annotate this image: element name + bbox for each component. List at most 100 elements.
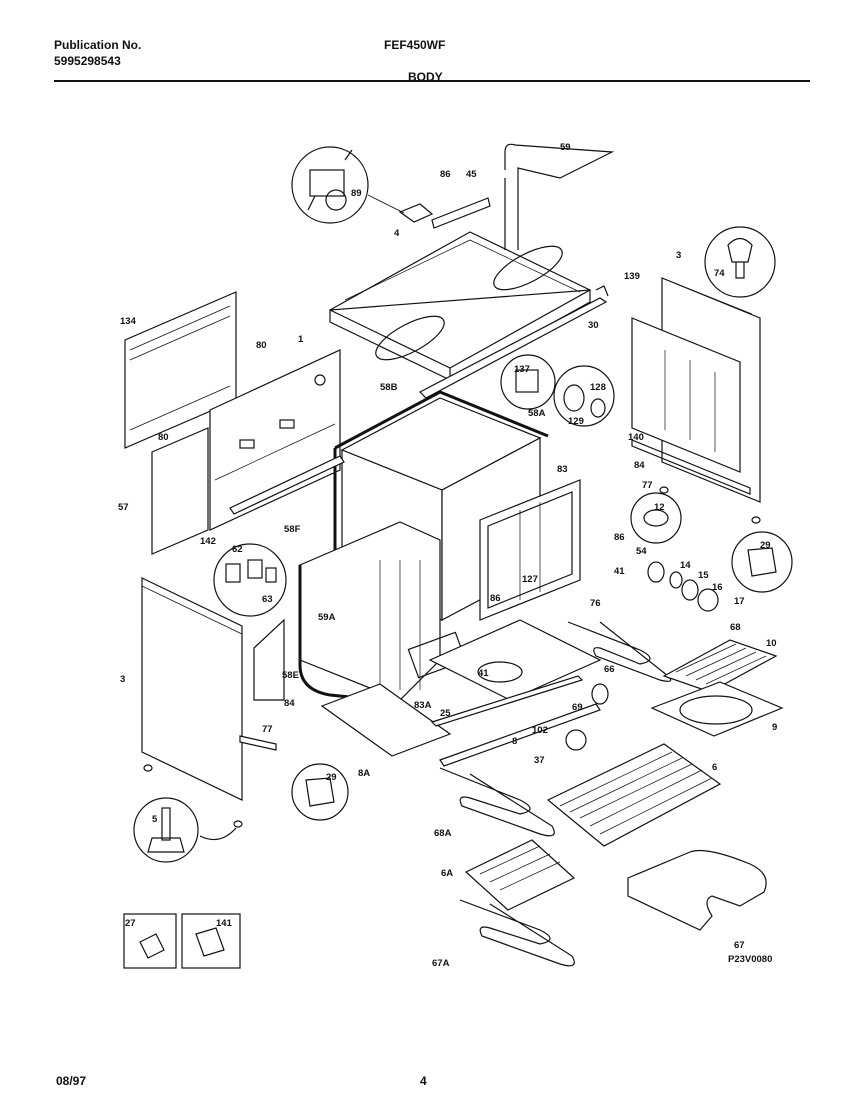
switch-detail-circle — [291, 146, 434, 224]
callout-64: 141 — [216, 918, 233, 929]
foot-detail-circle-right — [731, 531, 793, 593]
front-strip — [229, 455, 345, 515]
callout-37: 86 — [490, 593, 501, 604]
terminal-detail-circle — [213, 543, 287, 617]
callout-40: 59A — [318, 612, 336, 623]
callout-21: 84 — [634, 460, 645, 471]
callout-2: 86 — [440, 169, 451, 180]
broil-rack-small — [464, 839, 576, 911]
callout-51: 102 — [532, 725, 548, 736]
callout-23: 12 — [654, 502, 665, 513]
callout-33: 62 — [232, 544, 243, 555]
foot-detail-circle-left — [291, 763, 349, 821]
callout-35: 127 — [522, 574, 538, 585]
callout-8: 134 — [120, 316, 137, 327]
callout-26: 86 — [614, 532, 625, 543]
publication-number: 5995298543 — [54, 54, 121, 68]
callout-15: 58B — [380, 382, 398, 393]
callout-44: 3 — [120, 674, 125, 685]
callout-31: 17 — [734, 596, 745, 607]
callout-52: 9 — [772, 722, 777, 733]
callout-41: 10 — [766, 638, 777, 649]
callout-28: 14 — [680, 560, 691, 571]
callout-54: 37 — [534, 755, 545, 766]
callout-6: 3 — [676, 250, 681, 261]
bake-element-68a — [439, 767, 555, 837]
model-number: FEF450WF — [384, 38, 446, 52]
footer-date: 08/97 — [56, 1074, 87, 1088]
callout-62: 67A — [432, 958, 450, 969]
leveling-feet — [143, 486, 761, 828]
callout-3: 45 — [466, 169, 477, 180]
callout-45: 58E — [282, 670, 299, 681]
callout-57: 8A — [358, 768, 370, 779]
callout-36: 41 — [614, 566, 625, 577]
callout-9: 80 — [256, 340, 267, 351]
callout-32: 29 — [760, 540, 771, 551]
callout-4: 4 — [394, 228, 400, 239]
callout-50: 8 — [512, 736, 517, 747]
callout-29: 15 — [698, 570, 709, 581]
callout-58: 5 — [152, 814, 158, 825]
callout-27: 54 — [636, 546, 647, 557]
callout-47: 83A — [414, 700, 432, 711]
oven-rack — [546, 743, 722, 847]
footer-page-number: 4 — [420, 1074, 427, 1088]
callout-7: 74 — [714, 268, 725, 279]
callout-20: 83 — [557, 464, 568, 475]
left-front-panel — [141, 577, 285, 801]
callout-42: 41 — [478, 668, 489, 679]
header-rule — [54, 80, 810, 82]
light-socket-parts — [565, 561, 719, 751]
leveler-detail-circle — [133, 797, 237, 863]
callout-43: 66 — [604, 664, 615, 675]
callout-16: 58A — [528, 408, 546, 419]
inset-box-141 — [181, 913, 241, 969]
bottom-rails — [430, 675, 601, 767]
callout-60: 6A — [441, 868, 453, 879]
oven-floor — [320, 619, 602, 757]
right-side-panel — [631, 277, 761, 503]
top-bracket-strip — [431, 197, 491, 229]
callout-22: 77 — [642, 480, 653, 491]
back-rail — [418, 285, 609, 399]
rear-panel — [124, 291, 237, 449]
oven-door-frame — [479, 479, 581, 621]
inset-box-27 — [123, 913, 177, 969]
callout-10: 1 — [298, 334, 304, 345]
callout-13: 128 — [590, 382, 606, 393]
cooktop-top-panel — [328, 231, 592, 381]
publication-label: Publication No. — [54, 38, 142, 52]
knob-detail-circle — [704, 226, 776, 298]
callout-5: 139 — [624, 271, 640, 282]
socket-detail-circle — [630, 492, 682, 544]
callout-18: 80 — [158, 432, 169, 443]
callout-61: 67 — [734, 940, 745, 951]
callout-14: 129 — [568, 416, 584, 427]
callout-24: 142 — [200, 536, 216, 547]
callout-1: 89 — [351, 188, 362, 199]
thermostat-detail-circle — [500, 354, 556, 410]
bake-element-67 — [627, 849, 767, 931]
callout-38: 76 — [590, 598, 601, 609]
callout-46: 84 — [284, 698, 295, 709]
callout-0: 59 — [560, 142, 571, 153]
callout-53: 77 — [262, 724, 273, 735]
callout-30: 16 — [712, 582, 723, 593]
callout-34: 63 — [262, 594, 273, 605]
callout-59: 68A — [434, 828, 452, 839]
diagram-code: P23V0080 — [728, 954, 772, 965]
callout-56: 29 — [326, 772, 337, 783]
broiler-pan — [650, 681, 784, 737]
callout-48: 25 — [440, 708, 451, 719]
callout-12: 137 — [514, 364, 530, 375]
callout-17: 140 — [628, 432, 644, 443]
bake-element-67a — [459, 899, 575, 967]
broiler-grid — [662, 639, 778, 693]
lower-rear-panel — [151, 427, 209, 555]
callout-39: 68 — [730, 622, 741, 633]
callout-49: 69 — [572, 702, 583, 713]
broil-element-upper — [567, 621, 672, 682]
